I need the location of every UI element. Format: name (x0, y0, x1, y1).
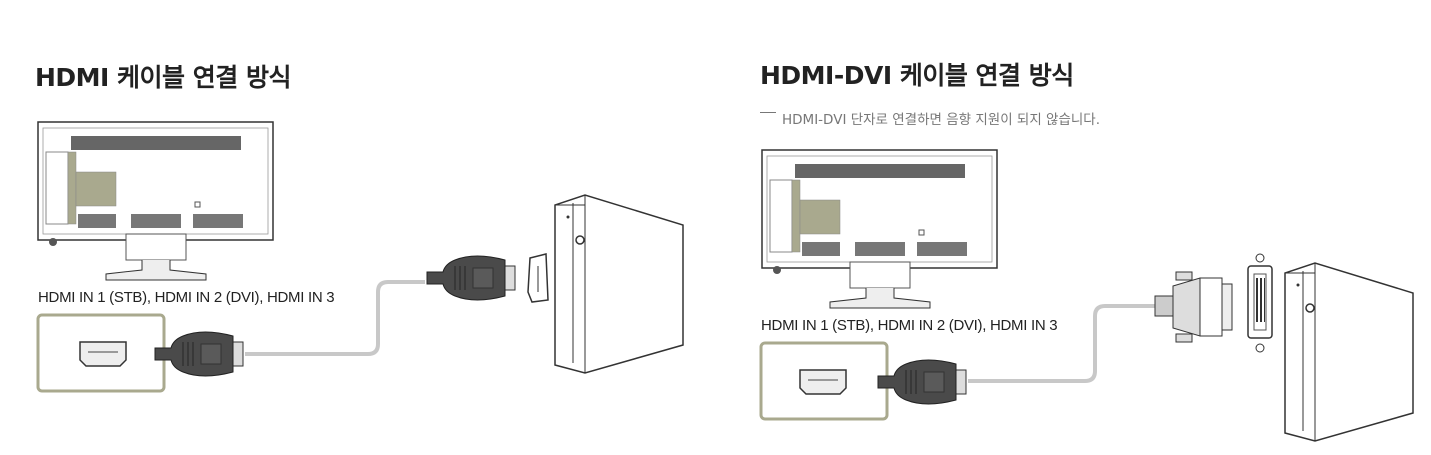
audio-note-text: HDMI-DVI 단자로 연결하면 음향 지원이 되지 않습니다. (782, 112, 1101, 128)
pc-dvi-port (1247, 253, 1273, 353)
hdmi-port-label: HDMI IN 1 (STB), HDMI IN 2 (DVI), HDMI I… (38, 289, 335, 306)
dvi-plug (1154, 271, 1233, 343)
audio-note: HDMI-DVI 단자로 연결하면 음향 지원이 되지 않습니다. (760, 108, 1100, 128)
hdmi-dvi-section-title: HDMI-DVI 케이블 연결 방식 (760, 61, 1074, 90)
hdmi-plug-left (154, 331, 244, 377)
hdmi-plug-right (426, 255, 516, 301)
pc-illustration (554, 194, 684, 374)
hdmi-cable (245, 280, 425, 356)
hdmi-port-icon (79, 341, 127, 367)
hdmi-port-icon (799, 369, 847, 395)
hdmi-dvi-cable (968, 304, 1157, 383)
tv-back-illustration (37, 121, 274, 281)
tv-back-illustration (761, 149, 998, 309)
hdmi-dvi-port-label: HDMI IN 1 (STB), HDMI IN 2 (DVI), HDMI I… (761, 317, 1058, 334)
note-dash-icon (760, 112, 776, 113)
hdmi-plug (877, 359, 967, 405)
pc-illustration (1284, 262, 1414, 442)
hdmi-section-title: HDMI 케이블 연결 방식 (35, 63, 291, 92)
